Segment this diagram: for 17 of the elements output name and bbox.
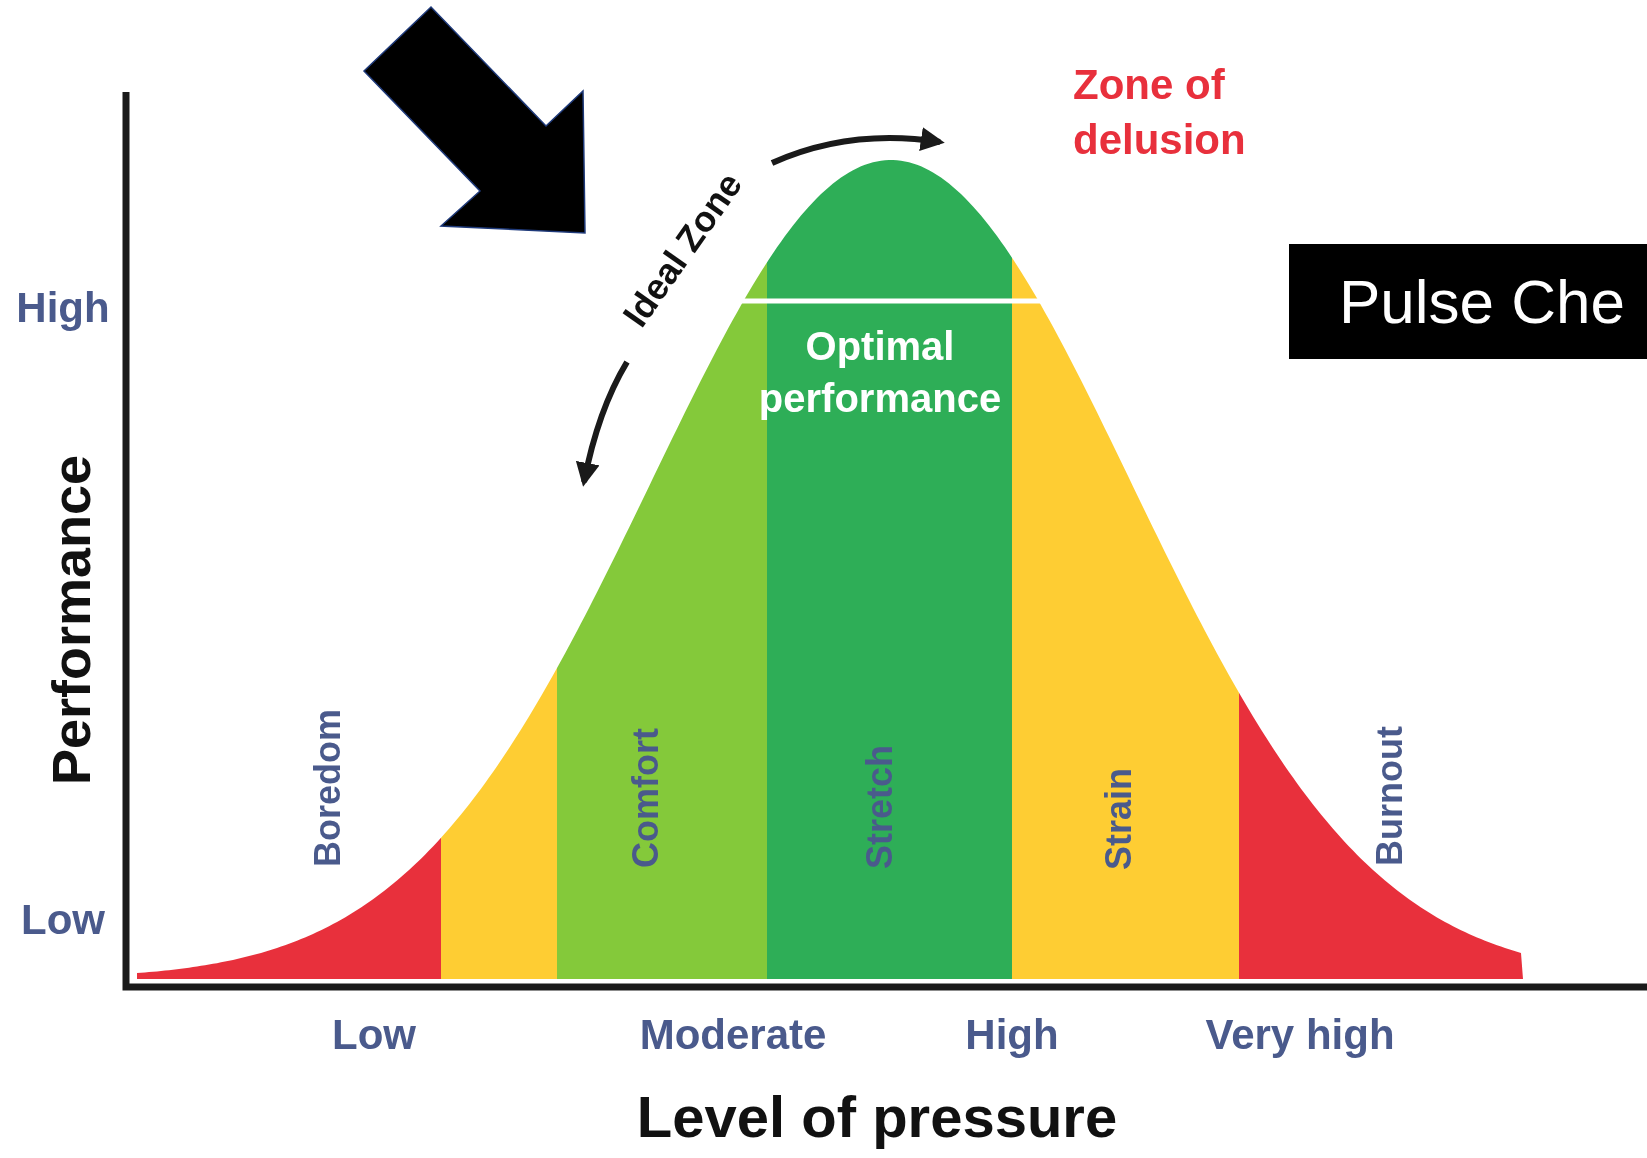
zone-label: Burnout (1367, 726, 1411, 866)
zone-annotation: Zone of delusion (1073, 60, 1247, 165)
banner-title: Pulse Che (1339, 266, 1626, 337)
title-banner (1289, 244, 1647, 359)
axis-tick-label: Moderate (639, 1009, 827, 1060)
axis-title: Level of pressure (636, 1083, 1118, 1152)
axis-tick-label: Low (21, 894, 105, 945)
zone-label: Strain (1096, 768, 1140, 870)
axis-tick-label: High (965, 1009, 1059, 1060)
axis-title: Performance (39, 454, 102, 786)
axis-tick-label: Low (332, 1009, 416, 1060)
zone-annotation: Optimal performance (757, 323, 1003, 422)
axis-tick-label: Very high (1205, 1009, 1395, 1060)
zone-label: Stretch (857, 745, 901, 869)
zone-label: Boredom (305, 709, 349, 867)
axis-tick-label: High (16, 282, 110, 333)
zone-label: Comfort (623, 728, 667, 868)
